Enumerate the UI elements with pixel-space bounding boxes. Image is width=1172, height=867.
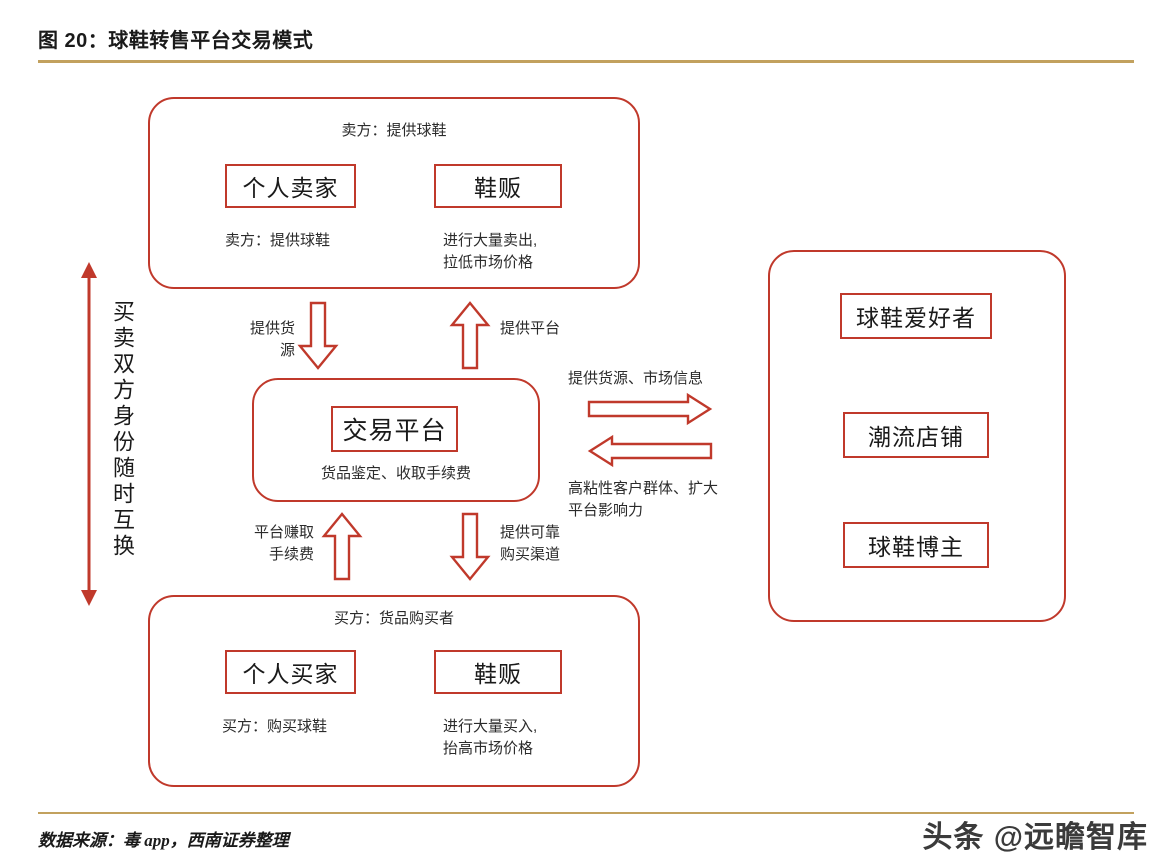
buyer-reseller-caption: 进行大量买入, 抬高市场价格 [443, 718, 538, 757]
double-headed-vertical-arrow-icon [78, 262, 100, 611]
node-sneaker-enthusiast-label: 球鞋爱好者 [856, 305, 976, 331]
flow-platform-fee-arrow-up-block-icon [321, 512, 363, 581]
flow-platform-to-community-arrow-right-block-icon [587, 392, 713, 426]
node-individual-seller[interactable]: 个人卖家 [225, 164, 356, 208]
flow-platform-channel-arrow-down-block-icon [449, 512, 491, 581]
flow-platform-to-seller-arrow-up-block-icon [449, 301, 491, 370]
node-buyer-reseller-label: 鞋贩 [474, 661, 522, 687]
footer-divider [38, 812, 1134, 814]
node-buyer-reseller[interactable]: 鞋贩 [434, 650, 562, 694]
flow-platform-channel-label: 提供可靠 购买渠道 [500, 524, 561, 563]
buyer-group-header: 买方：货品购买者 [333, 610, 454, 627]
flow-community-to-platform-arrow-left-block-icon [587, 434, 713, 468]
flow-seller-to-platform-arrow-down-block-icon [297, 301, 339, 370]
node-sneaker-enthusiast[interactable]: 球鞋爱好者 [840, 293, 992, 339]
node-sneaker-blogger-label: 球鞋博主 [868, 534, 964, 560]
node-trading-platform[interactable]: 交易平台 [331, 406, 458, 452]
source-note: 数据来源：毒 app，西南证券整理 [38, 831, 289, 850]
node-seller-reseller-label: 鞋贩 [474, 175, 522, 201]
node-seller-reseller[interactable]: 鞋贩 [434, 164, 562, 208]
flow-platform-fee-label: 平台赚取 手续费 [253, 524, 314, 563]
node-trading-platform-label: 交易平台 [342, 417, 447, 445]
node-individual-seller-label: 个人卖家 [242, 175, 339, 201]
title-divider [38, 60, 1134, 63]
page-title: 图 20：球鞋转售平台交易模式 [38, 30, 314, 52]
node-individual-buyer-label: 个人买家 [242, 661, 339, 687]
node-individual-buyer[interactable]: 个人买家 [225, 650, 356, 694]
flow-platform-to-community-label: 提供货源、市场信息 [568, 370, 704, 387]
node-trend-shop[interactable]: 潮流店铺 [843, 412, 989, 458]
side-annotation-label: 买卖双方身份随时互换 [110, 300, 135, 560]
platform-caption: 货品鉴定、收取手续费 [320, 465, 471, 482]
flow-community-to-platform-label: 高粘性客户群体、扩大 平台影响力 [568, 480, 719, 519]
node-sneaker-blogger[interactable]: 球鞋博主 [843, 522, 989, 568]
flow-seller-to-platform-label: 提供货源 [249, 320, 295, 359]
watermark-label: 头条 @远瞻智库 [922, 821, 1148, 854]
seller-group-header: 卖方：提供球鞋 [341, 122, 447, 139]
buyer-individual-caption: 买方：购买球鞋 [222, 718, 328, 735]
node-trend-shop-label: 潮流店铺 [868, 424, 964, 450]
seller-reseller-caption: 进行大量卖出, 拉低市场价格 [443, 232, 538, 271]
flow-platform-to-seller-label: 提供平台 [500, 320, 561, 337]
seller-individual-caption: 卖方：提供球鞋 [225, 232, 331, 249]
